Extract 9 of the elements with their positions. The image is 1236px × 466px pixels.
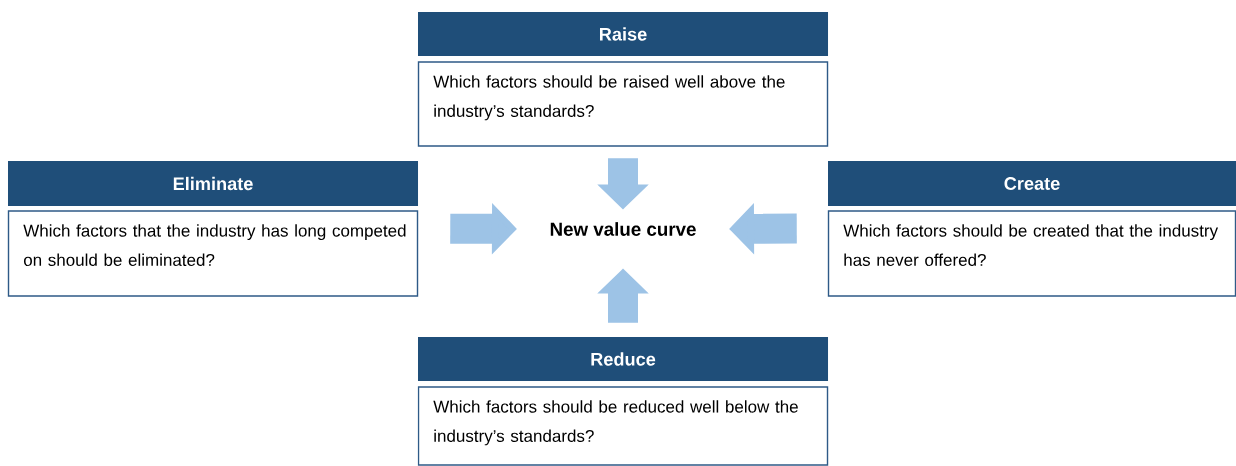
header-band: Create (828, 161, 1236, 206)
header-band: Reduce (418, 337, 828, 381)
text-box: Which factors that the industry has long competed on should be eliminated? (7, 210, 419, 297)
header-band: Raise (418, 12, 828, 56)
text-box: Which factors should be created that the industry has never offered? (827, 210, 1236, 297)
center-label: New value curve (550, 222, 696, 236)
header-band: Eliminate (8, 161, 418, 206)
text-box: Which factors should be reduced well below the industry’s standards? (417, 386, 829, 466)
text-box: Which factors should be raised well above the industry’s standards? (417, 61, 829, 147)
